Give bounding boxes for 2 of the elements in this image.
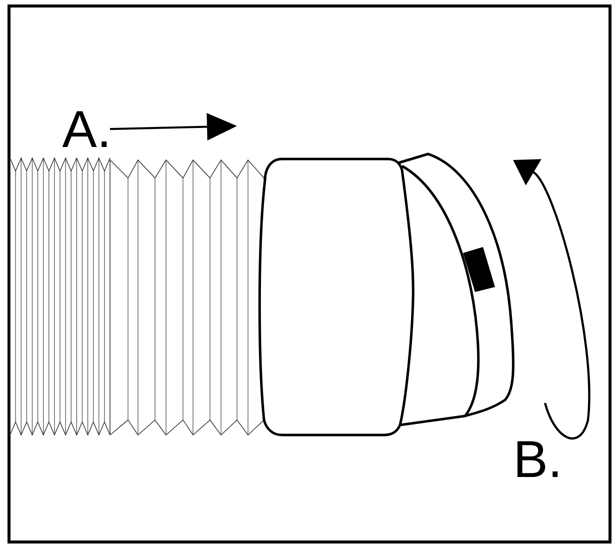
callout-letter: B.	[517, 441, 558, 477]
callout-letter: A.	[62, 111, 107, 147]
